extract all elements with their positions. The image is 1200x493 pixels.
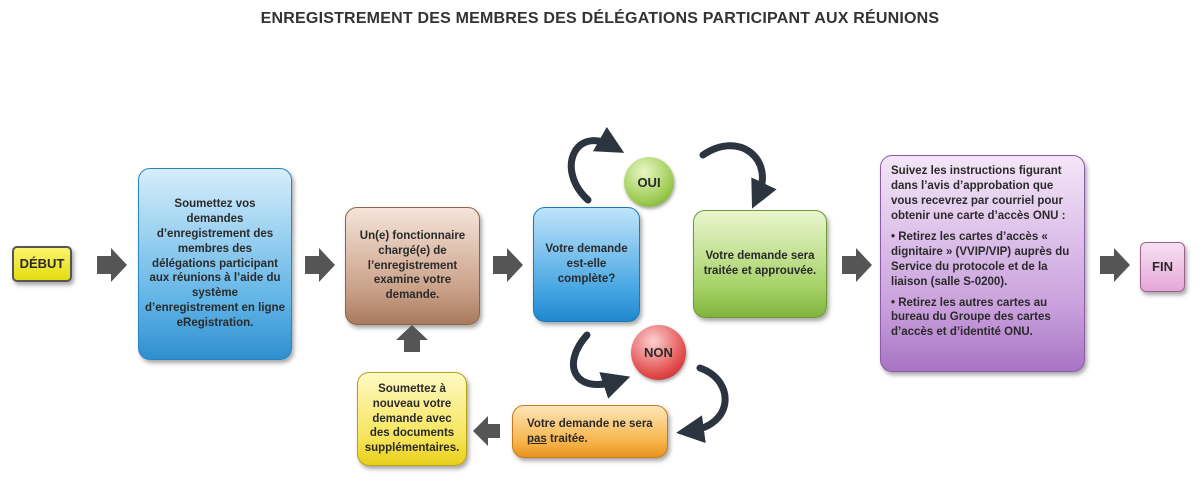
- curved-arrow-no-to-rejected: [676, 364, 729, 444]
- curved-arrow-to-yes: [567, 126, 625, 204]
- right-arrow-icon: [97, 248, 127, 282]
- end-node: FIN: [1140, 242, 1185, 292]
- right-arrow-icon: [842, 248, 872, 282]
- up-arrow-icon: [396, 325, 428, 352]
- resubmit-step: Soumettez à nouveau votre demande avec d…: [357, 372, 467, 466]
- instructions-bullet-1: • Retirez les cartes d’accès « dignitair…: [891, 230, 1070, 288]
- right-arrow-icon: [493, 248, 523, 282]
- right-arrow-icon: [1100, 248, 1130, 282]
- no-node: NON: [631, 325, 686, 380]
- rejected-text-underlined: pas: [527, 432, 547, 445]
- rejected-text-2: traitée.: [546, 432, 588, 445]
- start-node: DÉBUT: [12, 246, 72, 282]
- instructions-intro: Suivez les instructions figurant dans l’…: [891, 165, 1066, 222]
- yes-node: OUI: [624, 157, 674, 207]
- rejected-text-1: Votre demande ne sera: [527, 417, 653, 430]
- instructions-bullet-2: • Retirez les autres cartes au bureau du…: [891, 296, 1051, 339]
- right-arrow-icon: [305, 248, 335, 282]
- instructions-step: Suivez les instructions figurant dans l’…: [880, 155, 1085, 372]
- curved-arrow-yes-to-approved: [699, 142, 777, 209]
- diagram-title: ENREGISTREMENT DES MEMBRES DES DÉLÉGATIO…: [260, 10, 940, 27]
- rejected-step: Votre demande ne sera pas traitée.: [512, 405, 668, 458]
- left-arrow-icon: [473, 416, 500, 446]
- review-step: Un(e) fonctionnaire chargé(e) de l’enreg…: [345, 207, 480, 325]
- curved-arrow-to-no: [569, 331, 631, 399]
- approved-step: Votre demande sera traitée et approuvée.: [693, 210, 827, 318]
- completeness-question: Votre demande est-elle complète?: [533, 207, 640, 322]
- submit-step: Soumettez vos demandes d’enregistrement …: [138, 168, 292, 360]
